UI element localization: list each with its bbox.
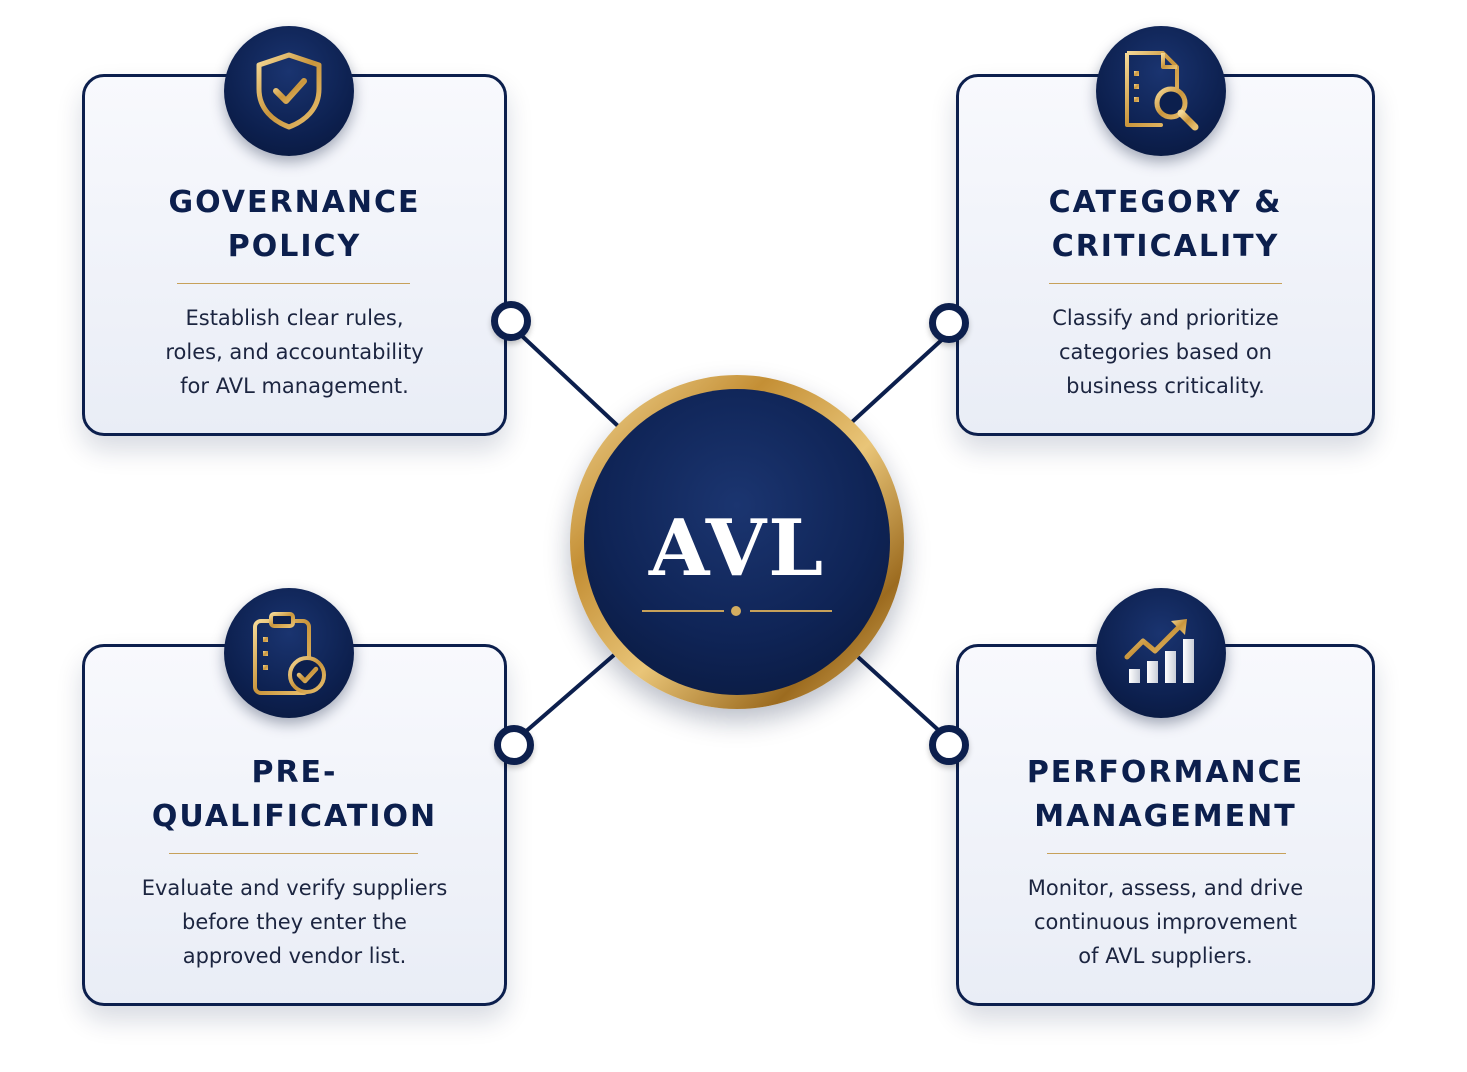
card-description: Classify and prioritize categories based…: [979, 301, 1352, 403]
card-divider: [1049, 283, 1282, 284]
connector-category: [850, 334, 948, 424]
card-title-line: CRITICALITY: [1051, 229, 1280, 264]
pre-qualification-badge: [224, 588, 354, 718]
card-title-line: POLICY: [227, 229, 362, 264]
card-description: Evaluate and verify suppliers before the…: [105, 871, 484, 973]
card-description-line: Classify and prioritize: [1052, 306, 1279, 330]
card-title-line: GOVERNANCE: [168, 185, 421, 220]
card-description: Establish clear rules, roles, and accoun…: [105, 301, 484, 403]
hub-divider-left: [642, 610, 724, 612]
connector-node-category: [929, 303, 969, 343]
card-description-line: categories based on: [1059, 340, 1272, 364]
document-search-icon: [1125, 51, 1199, 131]
card-title: CATEGORY & CRITICALITY: [959, 181, 1372, 269]
card-description-line: for AVL management.: [180, 374, 409, 398]
category-badge: [1096, 26, 1226, 156]
avl-hub: AVL: [570, 375, 904, 709]
card-title: GOVERNANCE POLICY: [85, 181, 504, 269]
card-description-line: Monitor, assess, and drive: [1027, 876, 1304, 900]
card-description-line: Establish clear rules,: [185, 306, 404, 330]
card-description: Monitor, assess, and drive continuous im…: [979, 871, 1352, 973]
card-title-line: CATEGORY &: [1048, 185, 1283, 220]
avl-hub-inner: AVL: [584, 389, 890, 695]
card-description-line: of AVL suppliers.: [1078, 944, 1253, 968]
card-title: PRE- QUALIFICATION: [85, 751, 504, 839]
connector-node-prequalification: [494, 725, 534, 765]
shield-check-icon: [256, 52, 322, 130]
card-description-line: business criticality.: [1066, 374, 1265, 398]
connector-performance: [856, 655, 948, 739]
card-description-line: roles, and accountability: [165, 340, 424, 364]
connector-governance: [520, 334, 620, 428]
card-title-line: MANAGEMENT: [1034, 799, 1297, 834]
performance-badge: [1096, 588, 1226, 718]
card-divider: [177, 283, 410, 284]
card-divider: [1047, 853, 1286, 854]
governance-badge: [224, 26, 354, 156]
card-title-line: QUALIFICATION: [151, 799, 438, 834]
hub-label: AVL: [648, 503, 826, 594]
growth-chart-icon: [1124, 619, 1197, 690]
card-divider: [169, 853, 418, 854]
connector-prequalification: [522, 653, 616, 735]
card-description-line: approved vendor list.: [182, 944, 407, 968]
card-description-line: before they enter the: [182, 910, 407, 934]
hub-divider-dot: [731, 606, 741, 616]
card-title: PERFORMANCE MANAGEMENT: [959, 751, 1372, 839]
card-title-line: PERFORMANCE: [1026, 755, 1305, 790]
clipboard-check-icon: [253, 612, 326, 695]
connector-node-performance: [929, 725, 969, 765]
card-description-line: Evaluate and verify suppliers: [141, 876, 448, 900]
card-description-line: continuous improvement: [1033, 910, 1298, 934]
hub-divider-right: [750, 610, 832, 612]
connector-node-governance: [491, 301, 531, 341]
card-title-line: PRE-: [251, 755, 338, 790]
